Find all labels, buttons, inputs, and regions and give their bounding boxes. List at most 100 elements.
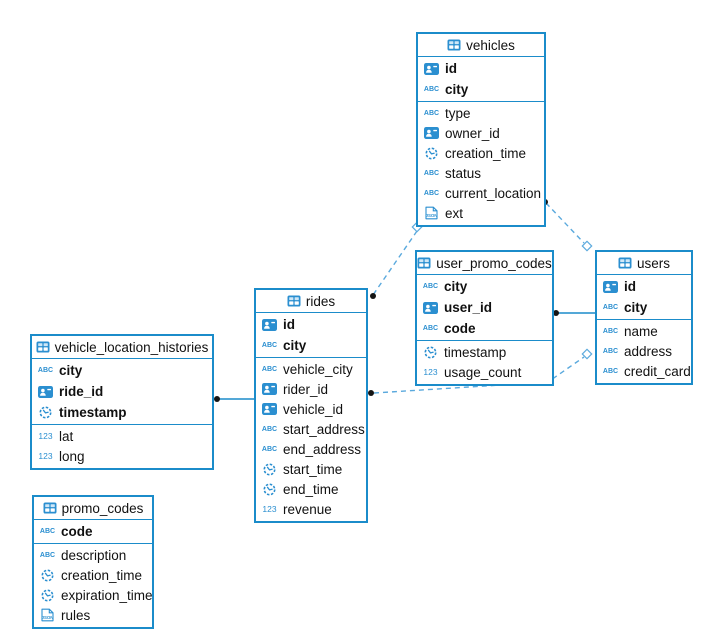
svg-text:JSON: JSON (42, 615, 54, 620)
relationship-vehicle_location_histories-rides (214, 396, 254, 402)
key-section-divider (256, 357, 366, 358)
column-name: creation_time (445, 145, 527, 161)
column-row-timestamp[interactable]: timestamp (32, 402, 212, 423)
column-name: code (61, 524, 93, 539)
column-name: ride_id (59, 384, 104, 399)
key-section-divider (34, 543, 152, 544)
column-name: usage_count (444, 364, 522, 380)
column-name: creation_time (61, 567, 143, 583)
column-name: end_time (283, 481, 339, 497)
column-name: id (624, 279, 636, 294)
column-name: timestamp (444, 344, 507, 360)
column-name: ext (445, 205, 464, 221)
column-row-ride_id[interactable]: ride_id (32, 381, 212, 402)
column-name: current_location (445, 185, 542, 201)
column-name: timestamp (59, 405, 127, 420)
table-header[interactable]: users (597, 252, 691, 275)
column-row-description[interactable]: ABC description (34, 545, 152, 565)
table-header[interactable]: promo_codes (34, 497, 152, 520)
dot-endpoint (214, 396, 220, 402)
column-row-user_id[interactable]: user_id (417, 297, 552, 318)
json-type-icon: JSON (423, 206, 440, 220)
time-type-icon (261, 483, 278, 496)
column-name: start_address (283, 421, 365, 437)
number-type-icon: 123 (262, 504, 277, 514)
column-row-lat[interactable]: 123 lat (32, 426, 212, 446)
column-row-city[interactable]: ABC city (256, 335, 366, 356)
dot-endpoint (368, 390, 374, 396)
column-row-creation_time[interactable]: creation_time (418, 143, 544, 163)
key-section-divider (597, 319, 691, 320)
column-name: city (283, 338, 307, 353)
column-name: description (61, 547, 127, 563)
table-name: vehicle_location_histories (54, 339, 209, 355)
text-type-icon: ABC (423, 109, 440, 117)
column-name: city (445, 82, 469, 97)
column-row-id[interactable]: id (597, 276, 691, 297)
table-header[interactable]: vehicle_location_histories (32, 336, 212, 359)
column-row-expiration_time[interactable]: expiration_time (34, 585, 153, 605)
column-row-owner_id[interactable]: owner_id (418, 123, 544, 143)
table-icon (447, 39, 461, 51)
column-name: status (445, 165, 482, 181)
table-name: user_promo_codes (436, 255, 552, 271)
column-name: lat (59, 428, 74, 444)
number-type-icon: 123 (38, 431, 53, 441)
text-type-icon: ABC (602, 347, 619, 355)
column-row-rider_id[interactable]: rider_id (256, 379, 366, 399)
table-header[interactable]: rides (256, 290, 366, 313)
column-row-id[interactable]: id (418, 58, 544, 79)
column-row-ext[interactable]: JSON ext (418, 203, 544, 223)
column-row-id[interactable]: id (256, 314, 366, 335)
text-type-icon: ABC (261, 425, 278, 433)
table-header[interactable]: vehicles (418, 34, 544, 57)
column-row-timestamp[interactable]: timestamp (417, 342, 552, 362)
text-type-icon: ABC (422, 283, 439, 290)
relationship-vehicles-users (542, 199, 593, 252)
text-type-icon: ABC (261, 342, 278, 349)
column-row-start_time[interactable]: start_time (256, 459, 366, 479)
time-type-icon (261, 463, 278, 476)
column-row-start_address[interactable]: ABC start_address (256, 419, 366, 439)
text-type-icon: ABC (39, 551, 56, 559)
time-type-icon (423, 147, 440, 160)
table-icon (618, 257, 632, 269)
text-type-icon: ABC (602, 367, 619, 375)
key-section-divider (418, 101, 544, 102)
number-type-icon: 123 (38, 451, 53, 461)
relationship-rides-vehicles (370, 221, 423, 299)
column-row-vehicle_id[interactable]: vehicle_id (256, 399, 366, 419)
column-row-creation_time[interactable]: creation_time (34, 565, 152, 585)
column-row-rules[interactable]: JSON rules (34, 605, 152, 625)
column-name: rules (61, 607, 91, 623)
column-row-end_time[interactable]: end_time (256, 479, 366, 499)
column-name: start_time (283, 461, 343, 477)
text-type-icon: ABC (602, 327, 619, 335)
column-name: id (445, 61, 457, 76)
id-type-icon (422, 301, 439, 314)
table-header[interactable]: user_promo_codes (417, 252, 552, 275)
